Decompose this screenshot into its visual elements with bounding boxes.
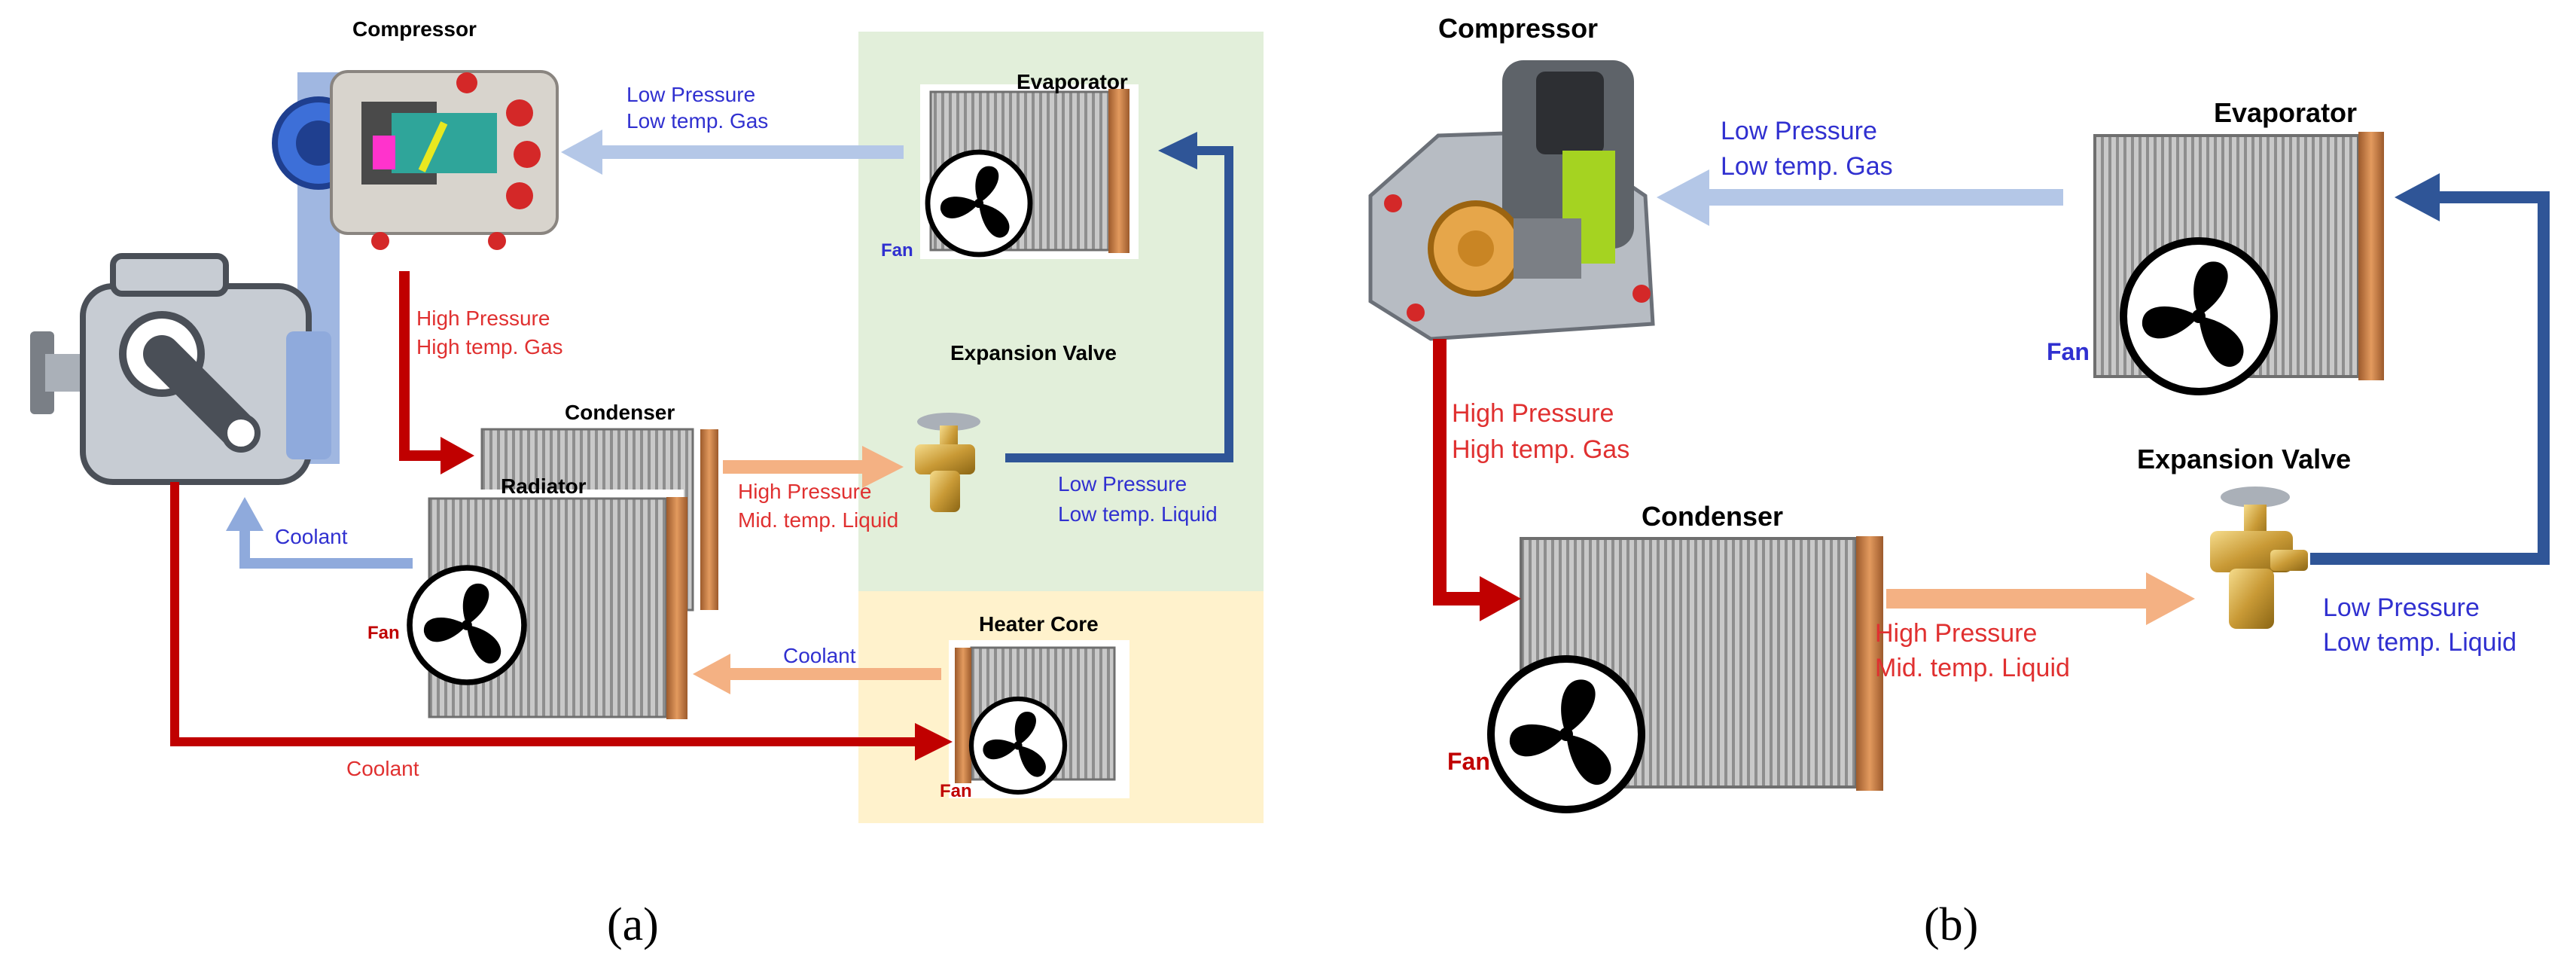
pipe-coolant-radiator-a <box>239 527 413 569</box>
label-coolant-heater-a: Coolant <box>783 644 856 667</box>
label-low-gas-1-b: Low Pressure <box>1721 117 1877 145</box>
label-heater-core-a: Heater Core <box>979 612 1099 636</box>
label-radiator-a: Radiator <box>501 474 587 498</box>
arrow-low-liquid-b <box>2395 173 2440 221</box>
label-fan-evaporator-a: Fan <box>881 240 913 261</box>
arrow-coolant-heater-a <box>693 654 730 694</box>
panel-a: Compressor Evaporator Expansion Valve Co… <box>30 17 1264 950</box>
arrow-high-gas-b <box>1480 576 1521 621</box>
radiator-a <box>410 490 687 727</box>
label-expansion-valve-a: Expansion Valve <box>950 341 1117 365</box>
label-compressor-b: Compressor <box>1438 13 1598 44</box>
label-high-liq-2-a: Mid. temp. Liquid <box>738 508 898 532</box>
caption-b: (b) <box>1924 899 1978 950</box>
label-low-gas-2-a: Low temp. Gas <box>626 109 768 133</box>
label-low-liq-1-b: Low Pressure <box>2323 593 2480 622</box>
label-compressor-a: Compressor <box>352 17 477 41</box>
label-low-liq-2-b: Low temp. Liquid <box>2323 628 2517 657</box>
fan-icon <box>928 152 1030 255</box>
arrow-low-gas-b <box>1657 169 1709 226</box>
label-expansion-valve-b: Expansion Valve <box>2137 444 2351 474</box>
arrow-mid-liquid-b <box>2146 572 2195 625</box>
arrow-mid-liquid-a <box>862 446 904 488</box>
label-high-gas-1-b: High Pressure <box>1452 399 1614 428</box>
condenser-b <box>1491 531 1886 810</box>
pipe-coolant-engine-a <box>170 482 920 746</box>
heater-core-a <box>949 640 1129 798</box>
label-high-liq-1-b: High Pressure <box>1875 619 2037 648</box>
label-low-liq-1-a: Low Pressure <box>1058 472 1187 496</box>
pipe-low-liquid-a <box>1005 146 1233 462</box>
arrow-low-liquid-a <box>1158 132 1197 169</box>
label-fan-condenser-b: Fan <box>1447 748 1490 775</box>
arrow-low-gas-a <box>561 130 602 175</box>
label-high-liq-1-a: High Pressure <box>738 480 871 503</box>
label-high-liq-2-b: Mid. temp. Liquid <box>1875 654 2070 682</box>
label-high-gas-2-a: High temp. Gas <box>416 335 563 358</box>
label-condenser-b: Condenser <box>1642 501 1783 532</box>
compressor-b <box>1368 60 1655 341</box>
engine-a <box>30 253 331 485</box>
caption-a: (a) <box>607 899 659 950</box>
label-low-liq-2-a: Low temp. Liquid <box>1058 502 1218 526</box>
fan-icon <box>2123 241 2274 392</box>
pipe-low-liquid-b <box>2310 191 2550 565</box>
pipe-high-gas-b <box>1433 339 1487 605</box>
label-fan-evaporator-b: Fan <box>2047 338 2090 365</box>
label-low-gas-2-b: Low temp. Gas <box>1721 152 1893 181</box>
compressor-a <box>272 70 559 464</box>
label-fan-radiator-a: Fan <box>367 623 400 643</box>
label-low-gas-1-a: Low Pressure <box>626 83 755 106</box>
arrow-coolant-radiator-a <box>226 497 264 531</box>
label-condenser-a: Condenser <box>565 401 675 424</box>
label-high-gas-1-a: High Pressure <box>416 307 550 330</box>
panel-b: Compressor Evaporator Expansion Valve Co… <box>1368 13 2550 950</box>
label-fan-heater-a: Fan <box>940 781 972 801</box>
label-coolant-engine-a: Coolant <box>346 757 419 780</box>
label-coolant-radiator-a: Coolant <box>275 525 348 548</box>
expansion-valve-a <box>915 413 980 512</box>
arrow-coolant-engine-a <box>915 723 953 761</box>
expansion-valve-b <box>2210 487 2308 629</box>
evaporator-b <box>2082 130 2384 392</box>
arrow-high-gas-a <box>441 437 474 474</box>
evaporator-a <box>920 84 1139 259</box>
fan-icon <box>1491 659 1642 810</box>
fan-icon <box>971 699 1065 792</box>
fan-icon <box>410 568 524 682</box>
label-evaporator-b: Evaporator <box>2214 97 2357 128</box>
pipe-high-gas-a <box>399 271 444 461</box>
label-high-gas-2-b: High temp. Gas <box>1452 435 1629 464</box>
label-evaporator-a: Evaporator <box>1017 70 1128 93</box>
